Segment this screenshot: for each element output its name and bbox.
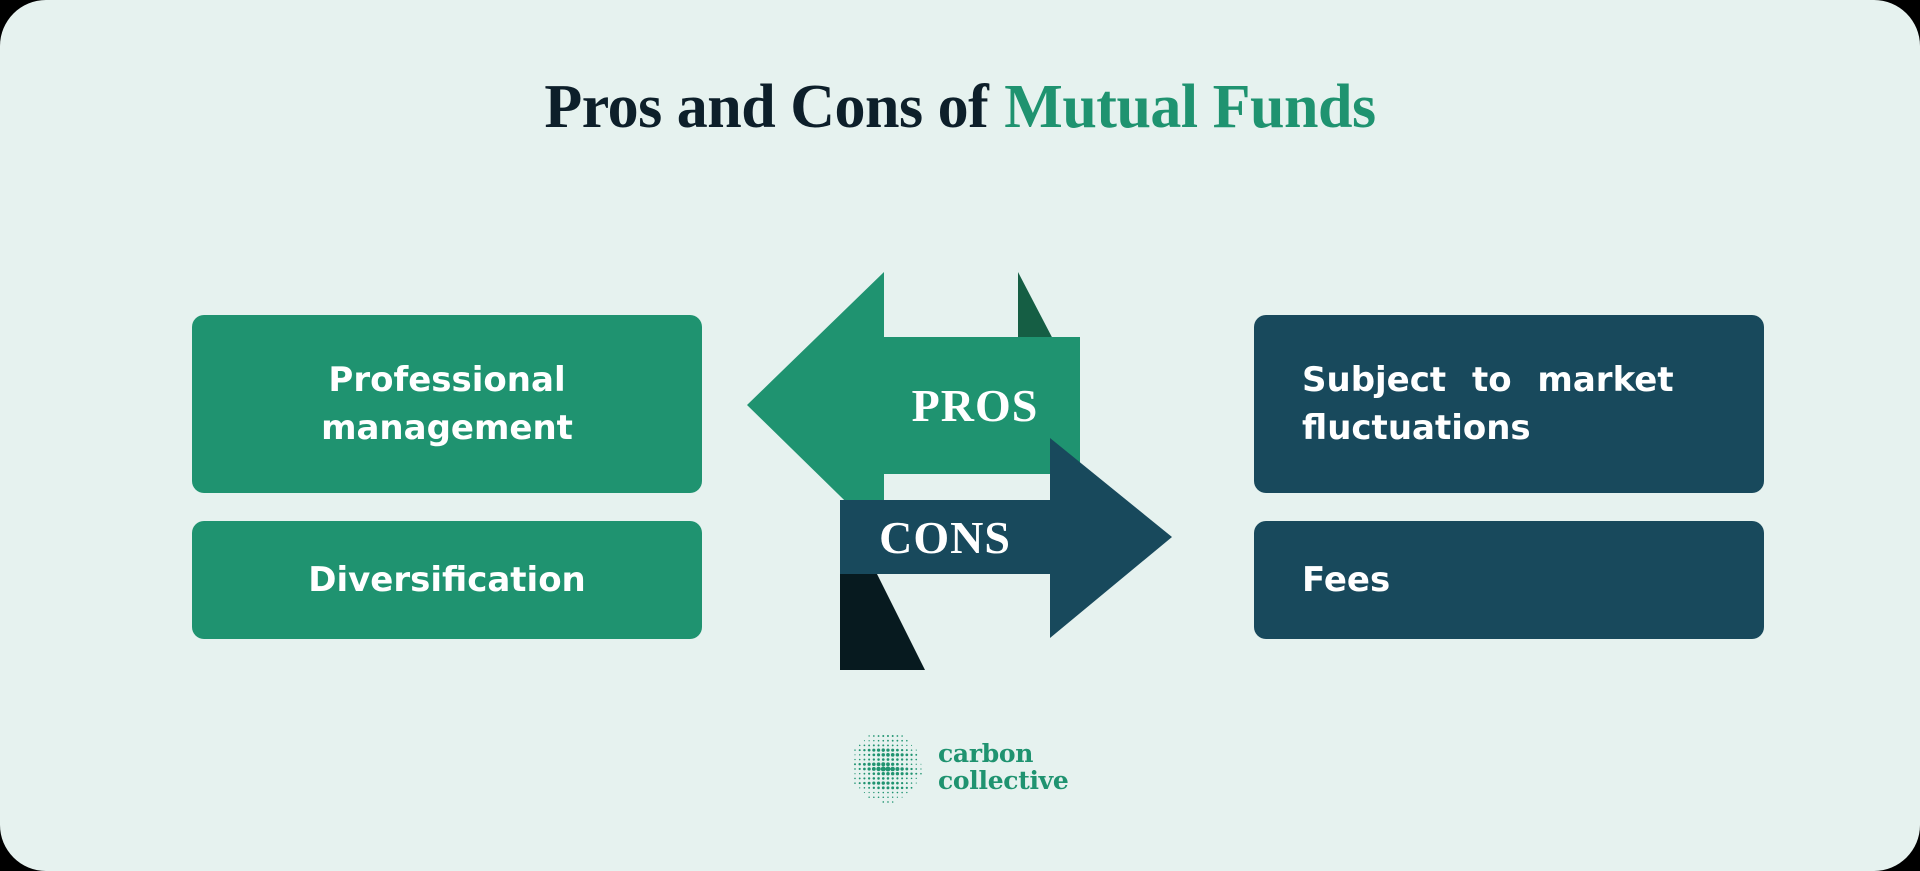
cons-item-market-fluctuations[interactable]: Subject to market fluctuations — [1254, 315, 1764, 493]
pros-arrow-label: PROS — [912, 380, 1039, 431]
pros-arrow-fold-icon — [1018, 272, 1080, 391]
cons-item-label-line1: Subject to market — [1302, 360, 1674, 400]
pros-item-label: Diversification — [308, 560, 586, 600]
cons-item-fees[interactable]: Fees — [1254, 521, 1764, 639]
carbon-collective-dots-icon — [853, 734, 922, 803]
brand-logo-line2: collective — [938, 766, 1069, 795]
brand-logo-line1: carbon — [938, 739, 1034, 768]
pros-item-diversification[interactable]: Diversification — [192, 521, 702, 639]
page-title-dark-text: Pros and Cons of — [544, 73, 989, 141]
cons-item-label-line2: fluctuations — [1302, 408, 1531, 448]
brand-logo: carbon collective — [848, 726, 1088, 808]
cons-item-label: Fees — [1302, 560, 1391, 600]
pros-item-label: Professional management — [321, 360, 573, 448]
pros-arrow-shape — [747, 272, 1080, 539]
brand-logo-wordmark: carbon collective — [938, 740, 1069, 794]
page-title-highlight-text: Mutual Funds — [1004, 73, 1376, 141]
cons-arrow-fold-icon — [840, 500, 925, 670]
cons-item-label: Subject to market fluctuations — [1302, 356, 1716, 452]
cons-arrow-label: CONS — [879, 512, 1011, 563]
cons-arrow-shape — [840, 438, 1172, 638]
pros-item-professional-management[interactable]: Professional management — [192, 315, 702, 493]
